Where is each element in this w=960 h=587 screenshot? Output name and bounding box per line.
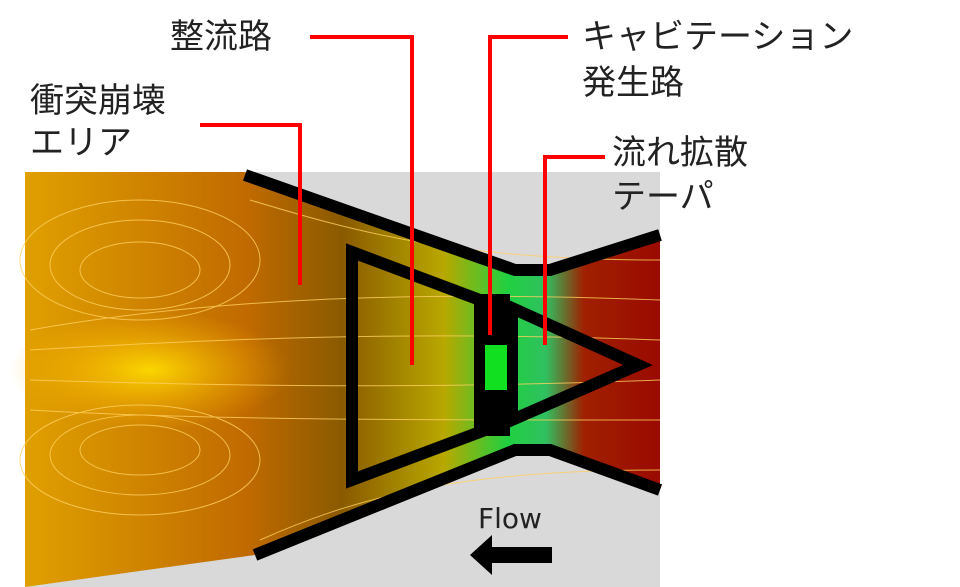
label-collision-line1: 衝突崩壊 bbox=[30, 81, 166, 121]
velocity-field bbox=[25, 172, 660, 587]
label-taper-line1: 流れ拡散 bbox=[612, 133, 748, 173]
cavitation-channel bbox=[485, 345, 507, 390]
flow-arrow-icon bbox=[470, 535, 552, 575]
label-cavitation-line1: キャビテーション bbox=[582, 17, 854, 57]
label-rectifier: 整流路 bbox=[170, 17, 272, 57]
label-cavitation-line2: 発生路 bbox=[582, 63, 684, 103]
label-taper-line2: テーパ bbox=[612, 177, 714, 217]
collision-hotspot bbox=[10, 310, 290, 430]
leader-lines bbox=[200, 35, 605, 365]
label-collision-line2: エリア bbox=[30, 123, 132, 163]
streamlines bbox=[19, 199, 661, 541]
flow-label: Flow bbox=[478, 502, 542, 535]
